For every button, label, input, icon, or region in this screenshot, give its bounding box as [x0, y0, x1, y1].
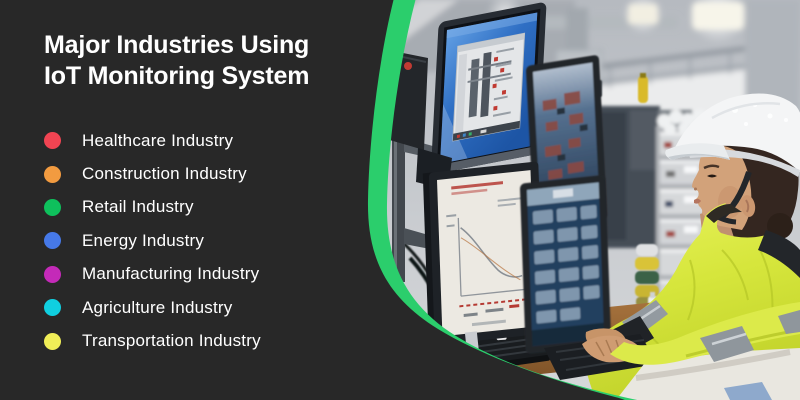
eyebrow: [703, 164, 720, 170]
industry-label: Healthcare Industry: [82, 130, 234, 150]
collar: [706, 204, 742, 223]
industry-label: Manufacturing Industry: [82, 264, 260, 284]
industry-item-retail: Retail Industry: [44, 191, 261, 224]
foreground-forearm: [610, 302, 800, 365]
industry-label: Energy Industry: [82, 230, 205, 250]
lips: [694, 198, 701, 204]
bullet-dot: [44, 198, 61, 216]
industry-label: Transportation Industry: [82, 331, 261, 351]
bullet-dot: [44, 165, 61, 183]
bullet-dot: [44, 232, 61, 250]
engineer-woman: [665, 93, 800, 250]
industry-item-transportation: Transportation Industry: [44, 324, 261, 357]
blue-paper: [724, 382, 772, 400]
industry-item-construction: Construction Industry: [44, 157, 261, 190]
bullet-dot: [44, 132, 61, 150]
hard-hat: [672, 93, 800, 172]
monitor-control-panel: [519, 175, 612, 354]
title-line-2: IoT Monitoring System: [44, 62, 310, 90]
page-title: Major Industries Using IoT Monitoring Sy…: [44, 30, 404, 92]
bullet-dot: [44, 332, 61, 350]
eye: [707, 174, 717, 178]
bullet-dot: [44, 265, 61, 283]
industry-item-agriculture: Agriculture Industry: [44, 291, 261, 324]
shoulder-panel: [758, 230, 800, 278]
monitor-scada: [430, 2, 547, 175]
industry-label: Construction Industry: [82, 164, 247, 184]
industries-list: Healthcare Industry Construction Industr…: [44, 124, 261, 358]
industry-item-manufacturing: Manufacturing Industry: [44, 258, 261, 291]
industry-item-healthcare: Healthcare Industry: [44, 124, 261, 157]
bullet-dot: [44, 299, 61, 317]
panel-content: Major Industries Using IoT Monitoring Sy…: [44, 30, 404, 92]
industry-label: Agriculture Industry: [82, 297, 233, 317]
monitor-trend-chart: [422, 161, 545, 346]
wall-cylinder: [638, 73, 648, 103]
white-desk: [616, 348, 800, 400]
title-line-1: Major Industries Using: [44, 31, 310, 59]
industry-label: Retail Industry: [82, 197, 194, 217]
dark-panel: [0, 0, 650, 400]
industry-item-energy: Energy Industry: [44, 224, 261, 257]
